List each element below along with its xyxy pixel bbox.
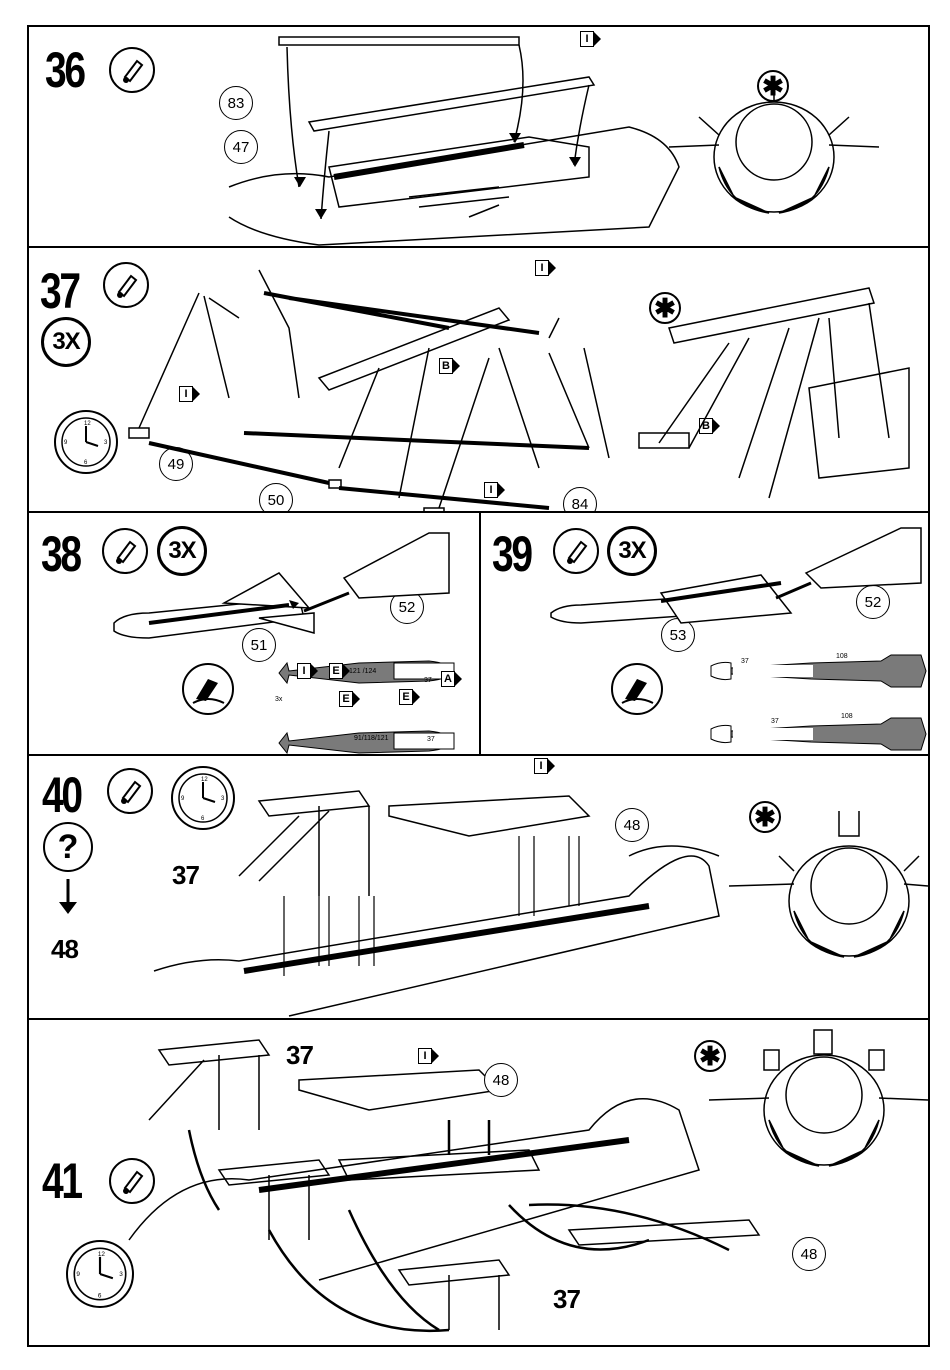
pylon-drawing	[29, 248, 928, 513]
asterisk-detail-icon: ✱	[749, 801, 781, 833]
decal-number: 37	[424, 677, 432, 684]
goto-step: 48	[51, 934, 78, 965]
asterisk-detail-icon: ✱	[694, 1040, 726, 1072]
decal-number: 37	[771, 718, 779, 725]
asterisk-detail-icon: ✱	[649, 292, 681, 324]
asterisk-detail-icon: ✱	[757, 70, 789, 102]
paint-tag: E	[399, 689, 420, 705]
instruction-page: 36 83 47 I	[27, 25, 930, 1347]
step-36-panel: 36 83 47 I	[29, 27, 928, 248]
fuselage-drawing	[29, 1020, 928, 1345]
part-ref: 37	[553, 1284, 580, 1315]
decal-number: 108	[841, 713, 853, 720]
paint-tag: I	[534, 758, 555, 774]
missile-drawing	[481, 513, 928, 756]
fuselage-drawing	[29, 27, 928, 248]
part-ref: 37	[172, 860, 199, 891]
part-callout: 48	[615, 808, 649, 842]
decal-number: 108	[836, 653, 848, 660]
paint-tag: I	[297, 663, 318, 679]
decal-number: 121 /124	[349, 668, 376, 675]
part-callout: 48	[484, 1063, 518, 1097]
part-ref: 37	[286, 1040, 313, 1071]
part-callout: 48	[792, 1237, 826, 1271]
missile-drawing	[29, 513, 481, 756]
decal-number: 37	[741, 658, 749, 665]
paint-tag: E	[339, 691, 360, 707]
step-39-panel: 39 3X 52 53 3	[481, 513, 928, 756]
decal-number: 37	[427, 736, 435, 743]
paint-tag: I	[418, 1048, 439, 1064]
decal-qty: 3x	[275, 696, 282, 703]
paint-tag: E	[329, 663, 350, 679]
fuselage-drawing	[29, 756, 928, 1020]
decal-number: 91/118/121	[354, 735, 389, 742]
paint-tag: A	[441, 671, 462, 687]
step-38-panel: 38 3X 52 51 3x 3x	[29, 513, 481, 756]
